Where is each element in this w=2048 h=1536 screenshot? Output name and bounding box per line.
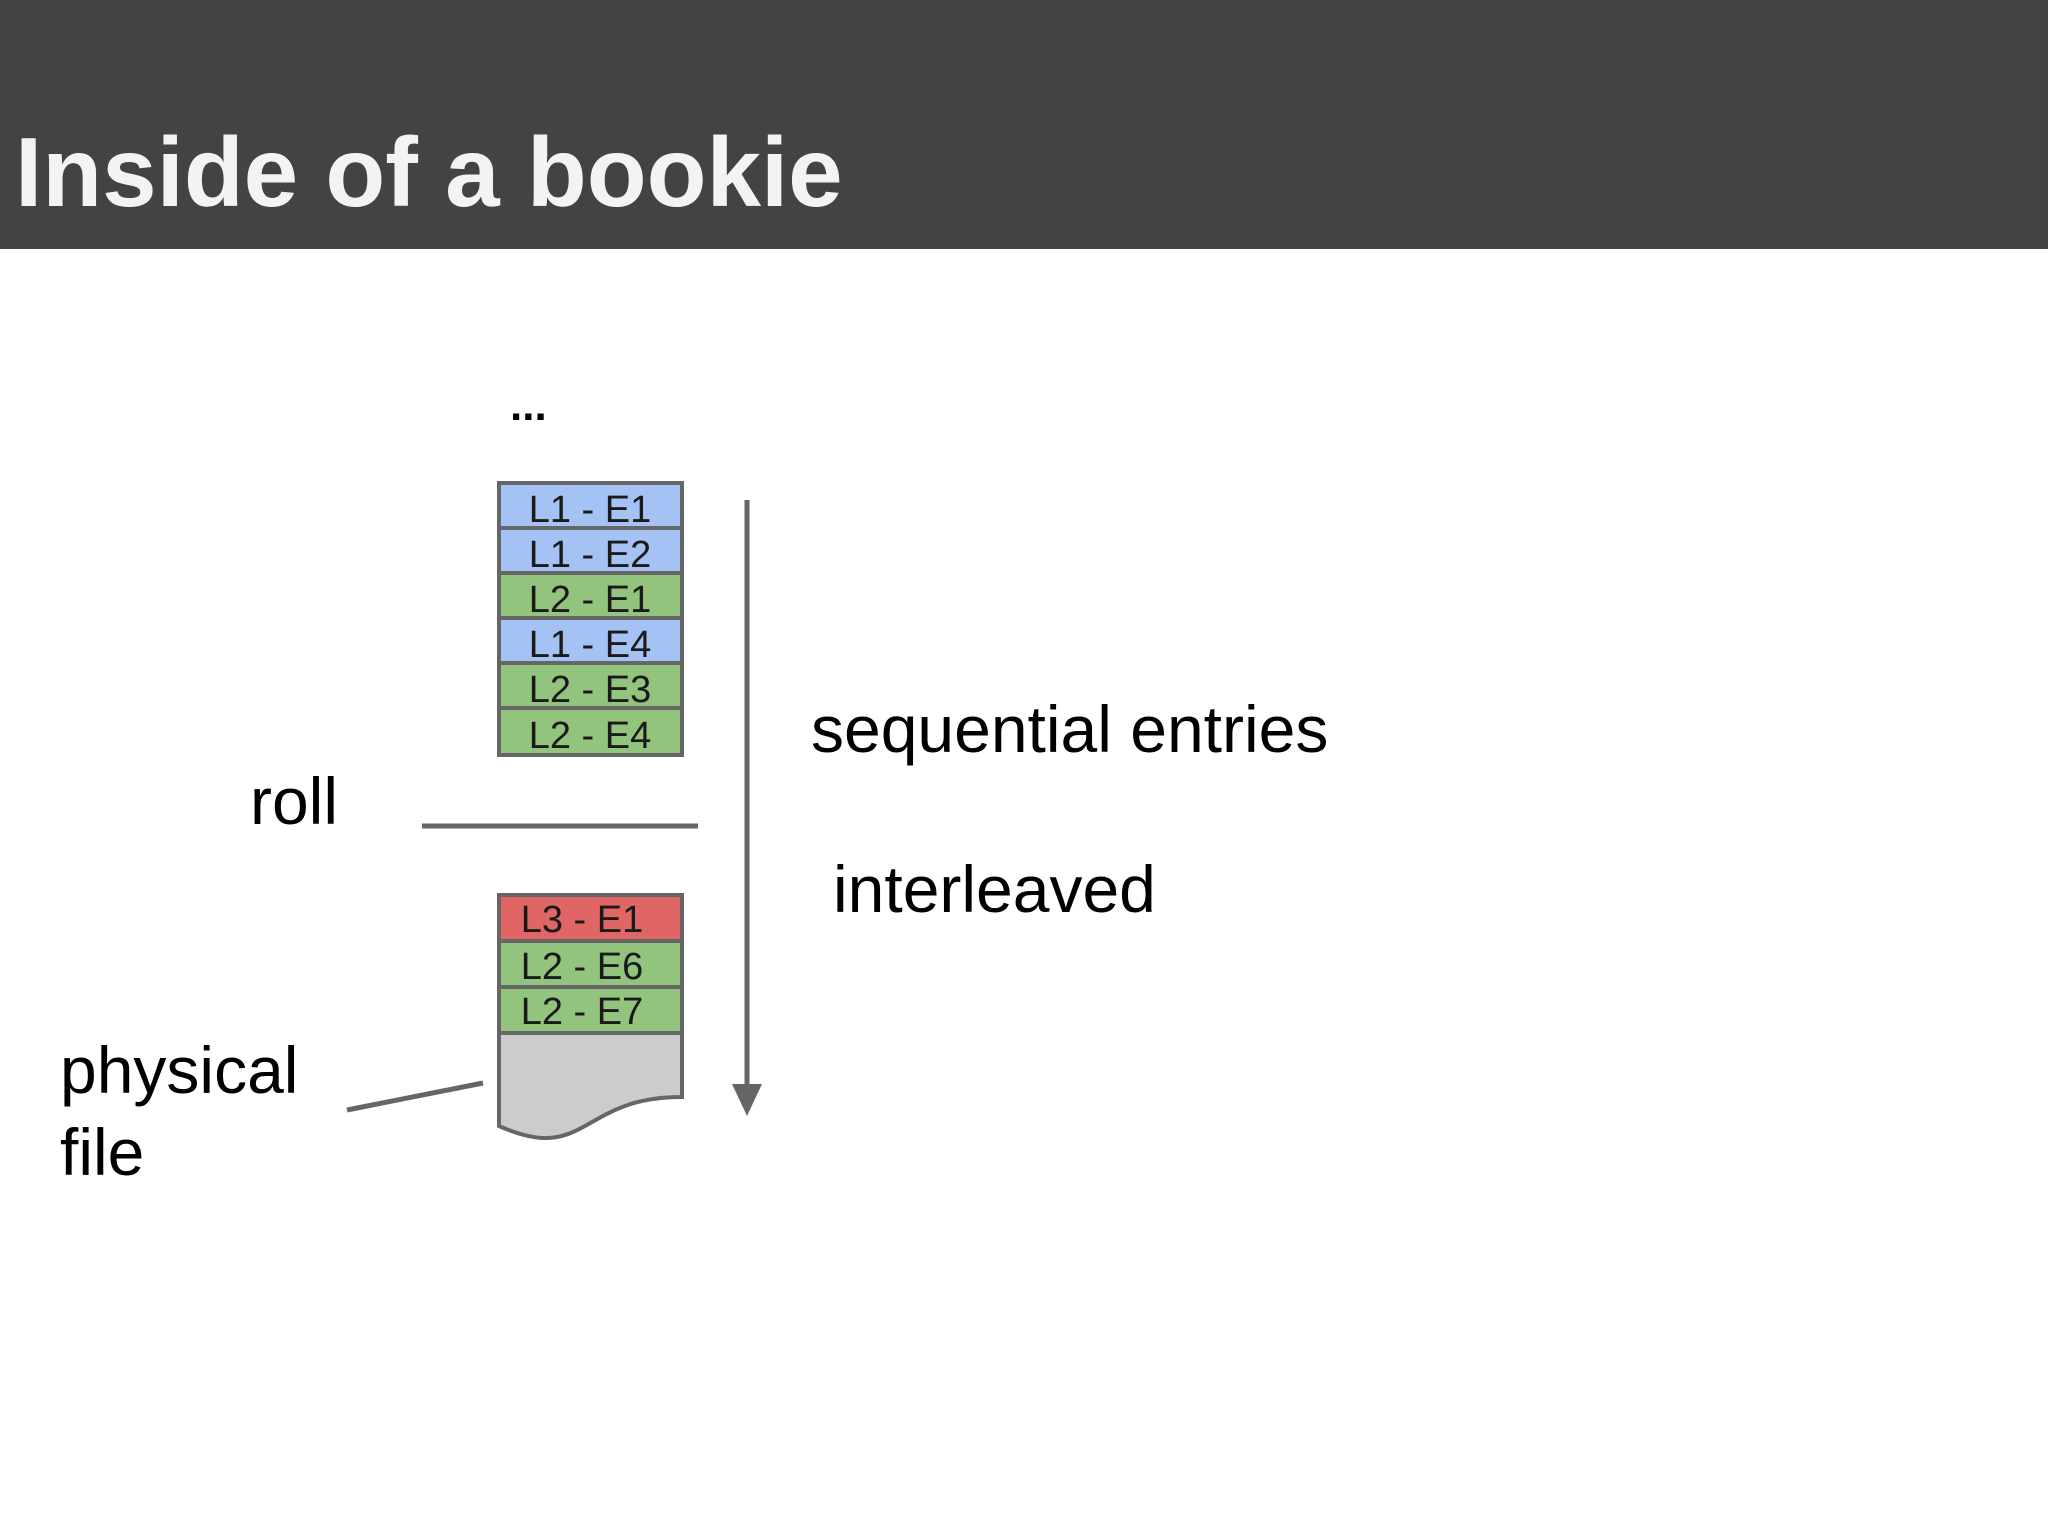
entry-block-bg	[497, 571, 684, 620]
sequence-arrow-head	[732, 1084, 762, 1116]
entry-block: L2 - E6	[497, 939, 684, 989]
entry-label: L2 - E4	[529, 715, 652, 757]
entry-block-bg	[497, 939, 684, 989]
entry-label: L1 - E4	[529, 624, 652, 666]
sequential-entries-label: sequential entries	[811, 692, 1328, 766]
physical-file-pointer	[346, 1080, 484, 1113]
entry-label: L2 - E3	[529, 669, 652, 711]
entry-block: L2 - E4	[497, 706, 684, 757]
entry-block: L2 - E7	[497, 985, 684, 1035]
entry-block-bg	[497, 526, 684, 575]
ellipsis-label: ...	[510, 381, 547, 430]
entry-block: L1 - E1	[497, 481, 684, 531]
entry-block-bg	[497, 706, 684, 757]
entry-block: L1 - E4	[497, 616, 684, 666]
entry-block: L1 - E2	[497, 526, 684, 576]
physical-file-label-line2: file	[60, 1115, 144, 1189]
entry-block: L3 - E1	[497, 893, 684, 943]
entry-label: L1 - E2	[529, 534, 652, 576]
physical-file-label-line1: physical	[60, 1033, 298, 1107]
physical-file-shape	[497, 1031, 684, 1140]
entry-label: L2 - E1	[529, 579, 652, 621]
roll-label: roll	[250, 764, 338, 838]
entry-label: L3 - E1	[521, 899, 644, 941]
entry-stack-top: L1 - E1 L1 - E2 L2 - E1 L1 - E4 L2 - E3 …	[497, 481, 684, 757]
entry-label: L2 - E6	[521, 946, 644, 988]
entry-stack-bottom: L3 - E1 L2 - E6 L2 - E7	[497, 893, 684, 1035]
entry-block-bg	[497, 661, 684, 710]
entry-label: L2 - E7	[521, 991, 644, 1033]
entry-label: L1 - E1	[529, 489, 652, 531]
slide-title: Inside of a bookie	[15, 117, 843, 227]
entry-block: L2 - E3	[497, 661, 684, 711]
interleaved-label: interleaved	[833, 852, 1156, 926]
title-bar	[0, 0, 2048, 249]
entry-block: L2 - E1	[497, 571, 684, 621]
